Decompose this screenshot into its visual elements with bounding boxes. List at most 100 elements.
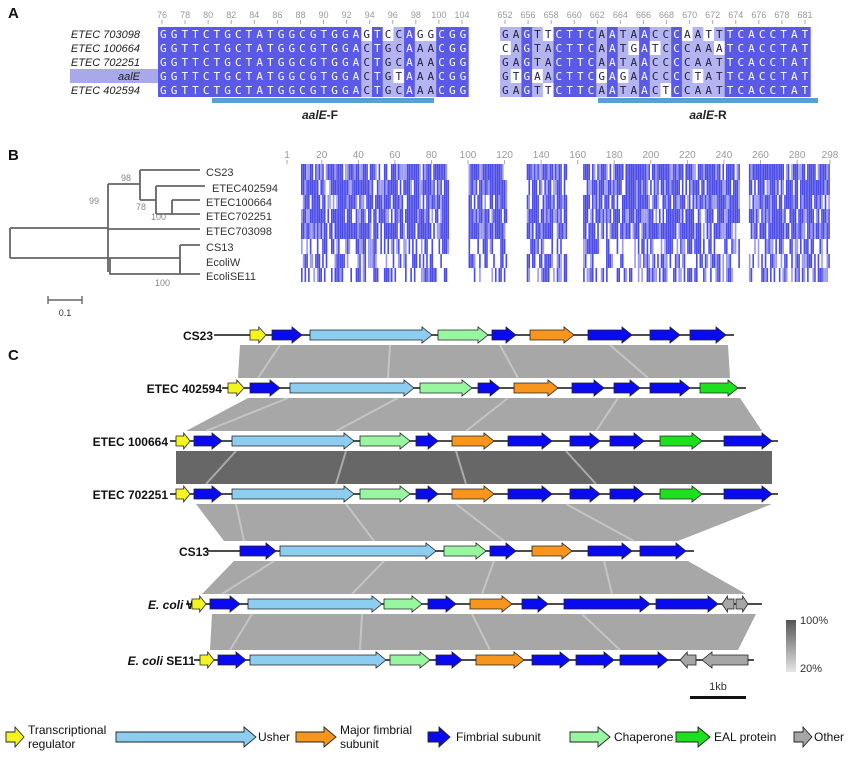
heatmap-cell (343, 254, 345, 268)
alignment-cell (265, 69, 277, 83)
heatmap-tick: 298 (822, 150, 839, 161)
nucleotide: G (171, 42, 178, 55)
heatmap-cell (316, 254, 319, 268)
heatmap-cell (761, 180, 763, 195)
heatmap-cell (306, 180, 308, 195)
alignment-cell (628, 69, 640, 83)
legend-label-line2: regulator (28, 737, 75, 751)
legend-swatch-other (793, 725, 813, 749)
alignment-cell (275, 83, 287, 97)
heatmap-cell (327, 209, 330, 223)
nucleotide: G (160, 84, 167, 97)
heatmap-cell (648, 195, 650, 209)
gene-arrow-usher (249, 651, 387, 669)
heatmap-cell (353, 223, 356, 239)
heatmap-cell (503, 268, 506, 282)
nucleotide: G (331, 56, 338, 69)
heatmap-cell (392, 239, 395, 254)
heatmap-cell (620, 254, 622, 268)
nucleotide: G (160, 42, 167, 55)
heatmap-cell (489, 164, 492, 180)
heatmap-cell (420, 209, 423, 223)
kb-scale-label: 1kb (709, 681, 727, 693)
heatmap-cell (678, 164, 680, 180)
heatmap-cell (479, 268, 481, 282)
heatmap-cell (427, 209, 430, 223)
heatmap-cell (378, 195, 381, 209)
heatmap-cell (808, 164, 811, 180)
heatmap-cell (785, 195, 788, 209)
gene-arrow-fimbrial (491, 326, 517, 344)
heatmap-cell (348, 180, 351, 195)
heatmap-cell (473, 223, 476, 239)
heatmap-cell (531, 195, 534, 209)
heatmap-cell (704, 254, 707, 268)
heatmap-cell (821, 254, 823, 268)
heatmap-cell (678, 195, 680, 209)
heatmap-cell (526, 164, 529, 180)
heatmap-cell (636, 180, 638, 195)
heatmap-cell (681, 209, 684, 223)
nucleotide: A (256, 70, 263, 83)
gene-arrow-fimbrial (571, 379, 605, 397)
alignment-cell (211, 41, 223, 55)
heatmap-cell (595, 239, 598, 254)
heatmap-cell (308, 223, 310, 239)
heatmap-cell (318, 209, 321, 223)
alignment-cell (639, 55, 651, 69)
heatmap-cell (770, 209, 772, 223)
heatmap-cell (447, 180, 449, 195)
position-tick: 681 (797, 10, 812, 20)
cluster-label: E. coli W (148, 598, 199, 612)
heatmap-cell (301, 209, 303, 223)
heatmap-cell (390, 164, 393, 180)
heatmap-cell (755, 209, 758, 223)
heatmap-cell (334, 268, 337, 282)
heatmap-cell (586, 268, 589, 282)
nucleotide: C (203, 70, 210, 83)
heatmap-cell (678, 180, 680, 195)
heatmap-cell (662, 164, 665, 180)
nucleotide: T (727, 42, 734, 55)
heatmap-cell (796, 195, 799, 209)
position-tick: 674 (728, 10, 743, 20)
alignment-cell (414, 41, 426, 55)
alignment-cell (168, 69, 180, 83)
heatmap-cell (359, 254, 361, 268)
heatmap-cell (440, 180, 442, 195)
heatmap-cell (330, 268, 333, 282)
heatmap-cell (397, 209, 400, 223)
heatmap-cell (341, 223, 344, 239)
heatmap-cell (805, 195, 807, 209)
nucleotide: A (406, 70, 413, 83)
heatmap-cell (487, 209, 490, 223)
heatmap-cell (558, 164, 561, 180)
heatmap-cell (759, 180, 762, 195)
position-tick: 668 (659, 10, 674, 20)
heatmap-cell (502, 195, 504, 209)
tree-scale-label: 0.1 (59, 308, 72, 318)
gene-arrow-fimbrial (639, 542, 687, 560)
heatmap-cell (318, 254, 321, 268)
alignment-cell (778, 27, 790, 41)
heatmap-cell (694, 180, 696, 195)
heatmap-cell (711, 195, 714, 209)
alignment-cell (382, 83, 394, 97)
alignment-cell (158, 83, 170, 97)
heatmap-cell (311, 164, 314, 180)
nucleotide: T (716, 70, 723, 83)
alignment-cell (532, 27, 544, 41)
heatmap-cell (302, 209, 305, 223)
alignment-cell (286, 69, 298, 83)
alignment-cell (542, 27, 554, 41)
heatmap-cell (542, 195, 545, 209)
nucleotide: G (630, 42, 637, 55)
alignment-cell (746, 55, 758, 69)
heatmap-cell (673, 164, 675, 180)
heatmap-cell (658, 209, 661, 223)
alignment-cell (692, 83, 704, 97)
heatmap-cell (768, 239, 770, 254)
heatmap-cell (703, 223, 705, 239)
heatmap-cell (755, 164, 758, 180)
nucleotide: G (288, 84, 295, 97)
